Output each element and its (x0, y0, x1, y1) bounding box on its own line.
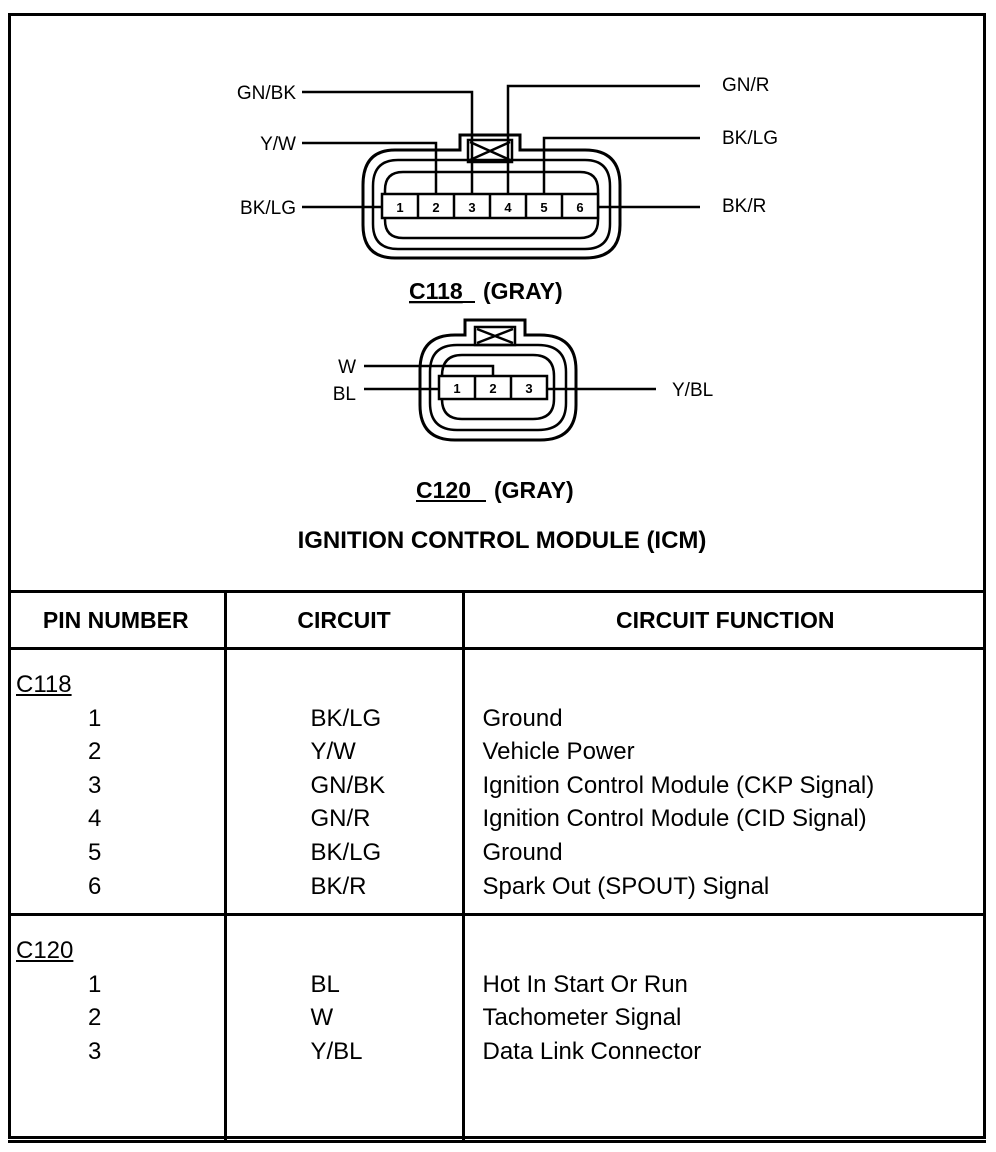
function-cell: Hot In Start Or Run (482, 970, 688, 998)
function-cell: Ground (482, 704, 563, 732)
circuit-cell: GN/BK (310, 771, 386, 799)
c120-shell-mid (428, 343, 568, 432)
pin-cell: 3 (88, 1037, 102, 1065)
c118-wire-gn-r (506, 84, 700, 194)
table-section-c120: C120 1 2 3 BL W Y/BL Hot In Start Or Run… (8, 914, 986, 1143)
pin-function-table: PIN NUMBER CIRCUIT CIRCUIT FUNCTION C118… (8, 590, 986, 1143)
circuit-cell: BK/LG (310, 704, 382, 732)
c120-shell-outer (418, 318, 578, 442)
c120-latch-mark (476, 327, 514, 345)
pin-column: C120 1 2 3 (8, 914, 225, 1143)
c120-caption-id: C120 (416, 477, 471, 503)
circuit-cell: W (310, 1004, 334, 1032)
c118-pin-6: 6 (576, 200, 583, 215)
section-heading: C118 (16, 671, 72, 698)
pin-cell: 3 (88, 771, 102, 799)
table-section-c118: C118 1 2 3 4 5 6 BK/LG Y/W GN/BK GN/R BK… (8, 648, 986, 916)
c118-pin-labels: 1 2 3 4 5 6 (396, 200, 583, 215)
c118-label-gn-bk: GN/BK (237, 83, 296, 104)
c118-pin-2: 2 (432, 200, 439, 215)
pin-cell: 6 (88, 872, 102, 900)
c118-wire-bk-lg-right (542, 136, 700, 194)
c120-connector (418, 318, 578, 442)
c120-label-bl: BL (333, 384, 356, 405)
connector-diagram: 1 2 3 4 5 6 GN/BK Y/W BK/LG GN/R BK/LG B… (237, 75, 778, 554)
c118-caption-color: (GRAY) (483, 278, 563, 304)
function-column: Hot In Start Or Run Tachometer Signal Da… (461, 914, 986, 1143)
c120-latch (473, 325, 517, 347)
function-cell: Ground (482, 838, 563, 866)
c118-latch-mark (469, 140, 511, 162)
c118-label-y-w: Y/W (260, 134, 296, 155)
c118-label-gn-r: GN/R (722, 75, 770, 96)
c118-shell-outer (361, 133, 622, 260)
c120-wire-labels: W BL Y/BL (333, 357, 713, 405)
circuit-column: BK/LG Y/W GN/BK GN/R BK/LG BK/R (223, 648, 463, 916)
pin-cell: 2 (88, 738, 102, 766)
header-circuit-function: CIRCUIT FUNCTION (461, 590, 986, 650)
header-circuit: CIRCUIT (223, 590, 463, 650)
function-cell: Tachometer Signal (482, 1004, 682, 1032)
function-cell: Ignition Control Module (CKP Signal) (482, 771, 875, 799)
c118-connector (361, 133, 622, 260)
function-column: Ground Vehicle Power Ignition Control Mo… (461, 648, 986, 916)
c118-caption-id: C118 (409, 278, 463, 304)
c118-wires (302, 84, 700, 209)
function-cell: Spark Out (SPOUT) Signal (482, 872, 770, 900)
pin-cell: 2 (88, 1004, 102, 1032)
circuit-cell: BK/R (310, 872, 367, 900)
c118-pin-4: 4 (504, 200, 512, 215)
c120-pin-2: 2 (489, 381, 496, 396)
module-title: IGNITION CONTROL MODULE (ICM) (298, 527, 707, 554)
c118-pin-3: 3 (468, 200, 475, 215)
c120-pin-3: 3 (525, 381, 532, 396)
circuit-column: BL W Y/BL (223, 914, 463, 1143)
c120-wires (364, 364, 656, 391)
c118-wire-y-w (302, 141, 438, 194)
pin-cell: 1 (88, 970, 102, 998)
function-cell: Vehicle Power (482, 738, 635, 766)
c120-pin-1: 1 (453, 381, 460, 396)
table-header-row: PIN NUMBER CIRCUIT CIRCUIT FUNCTION (8, 590, 986, 650)
circuit-cell: Y/W (310, 738, 356, 766)
c120-label-y-bl: Y/BL (672, 380, 713, 401)
pin-cell: 4 (88, 805, 102, 833)
c118-label-bk-lg-left: BK/LG (240, 198, 296, 219)
pin-cell: 1 (88, 704, 102, 732)
circuit-cell: BL (310, 970, 340, 998)
c118-pin-1: 1 (396, 200, 403, 215)
pin-cell: 5 (88, 838, 102, 866)
c118-pin-5: 5 (540, 200, 547, 215)
circuit-cell: GN/R (310, 805, 371, 833)
c118-shell-inner (383, 170, 600, 240)
c118-wire-labels: GN/BK Y/W BK/LG GN/R BK/LG BK/R (237, 75, 778, 219)
c118-wire-gn-bk (302, 90, 474, 194)
c118-shell-mid (371, 158, 612, 251)
header-pin-number: PIN NUMBER (8, 590, 225, 650)
c118-latch (466, 138, 514, 164)
circuit-cell: Y/BL (310, 1037, 363, 1065)
c120-pin-labels: 1 2 3 (453, 381, 532, 396)
c120-caption-color: (GRAY) (494, 477, 574, 503)
section-heading: C120 (16, 937, 74, 964)
function-cell: Data Link Connector (482, 1037, 702, 1065)
c120-label-w: W (338, 357, 356, 378)
pin-column: C118 1 2 3 4 5 6 (8, 648, 225, 916)
function-cell: Ignition Control Module (CID Signal) (482, 805, 867, 833)
circuit-cell: BK/LG (310, 838, 382, 866)
c120-shell-inner (440, 353, 556, 421)
c118-label-bk-lg-right: BK/LG (722, 128, 778, 149)
c120-wire-w (364, 364, 495, 376)
c118-label-bk-r: BK/R (722, 196, 766, 217)
